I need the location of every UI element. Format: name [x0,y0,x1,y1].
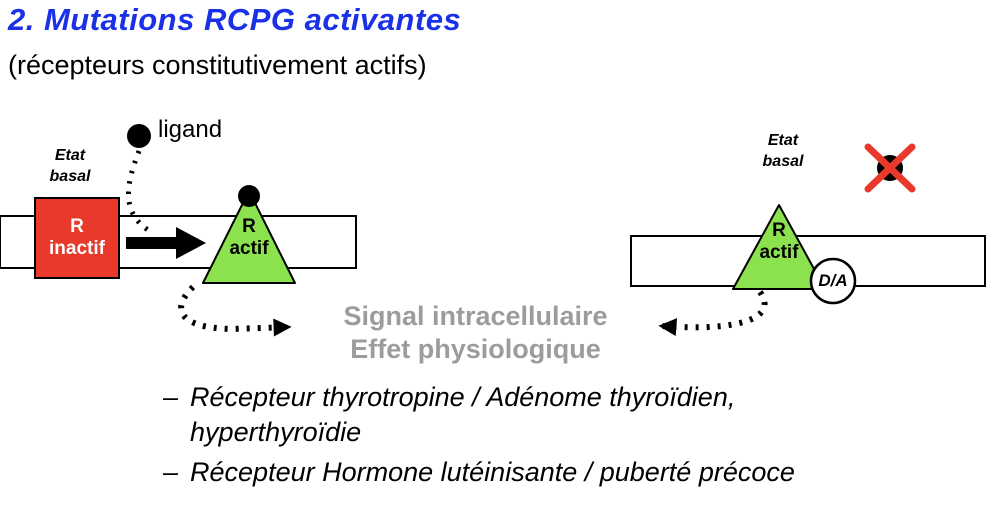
inactive-receptor-label: R inactif [49,216,105,259]
right-signal-dotted-arrow [658,290,768,337]
active-receptor-label-left: R actif [229,216,269,259]
ligand-circle [127,124,151,148]
inactive-receptor-box [34,197,120,279]
signal-line1: Signal intracellulaire [343,301,608,331]
signal-text: Signal intracellulaire Effet physiologiq… [318,300,633,366]
signal-line2: Effet physiologique [350,333,601,364]
blocked-ligand-icon [864,143,916,193]
active-receptor-triangle-left [202,190,296,284]
bound-ligand-circle [238,185,260,207]
etat-basal-label-right: Etat basal [762,132,804,170]
page-title: 2. Mutations RCPG activantes [8,2,462,37]
active-receptor-triangle-right [732,204,826,290]
left-signal-dotted-arrow [178,284,292,337]
da-mutation-badge-label: D/A [818,271,848,290]
list-item: – Récepteur Hormone lutéinisante / puber… [163,457,795,488]
etat-basal-label-left: Etat basal [49,147,91,185]
ligand-label: ligand [158,116,223,143]
active-receptor-label-right: R actif [759,220,799,263]
bullet-list: – Récepteur thyrotropine / Adénome thyro… [163,380,973,496]
red-cross-line-2 [864,143,916,193]
activation-arrow [126,227,206,259]
da-mutation-badge-circle [809,257,857,305]
page-subtitle: (récepteurs constitutivement actifs) [8,50,427,80]
list-item: – Récepteur thyrotropine / Adénome thyro… [163,382,736,447]
